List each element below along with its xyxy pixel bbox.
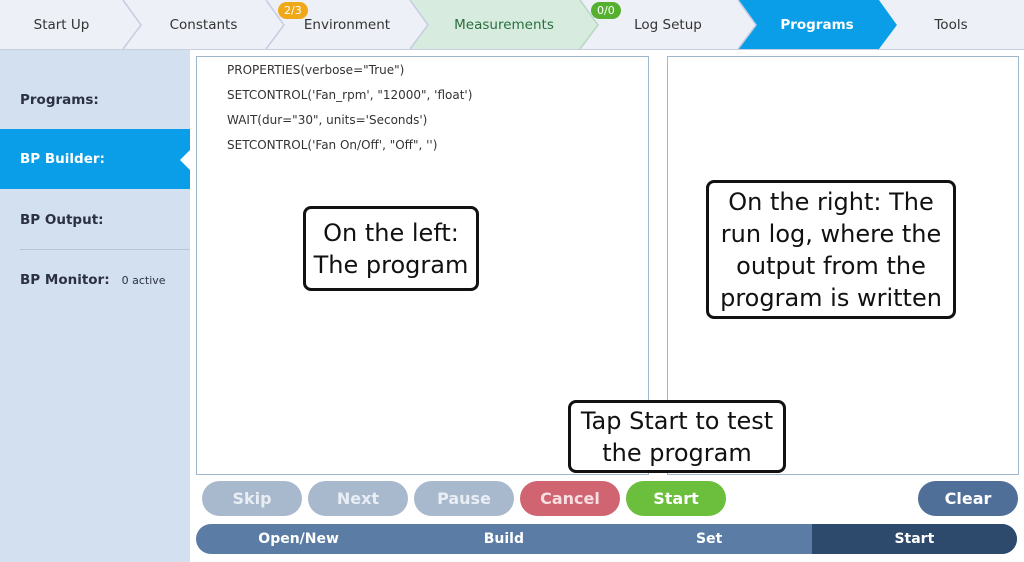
tab-label: Start Up (33, 16, 90, 33)
sidebar-item-bp-builder[interactable]: BP Builder: (0, 129, 190, 189)
callout-start: Tap Start to test the program (568, 400, 786, 473)
tab-separator (265, 0, 285, 50)
top-navigation: Start Up Constants Environment 2/3 Measu… (0, 0, 1024, 50)
tab-separator (877, 0, 897, 50)
tab-environment[interactable]: Environment (284, 0, 410, 49)
sidebar-item-bp-output[interactable]: BP Output: (0, 190, 190, 250)
sidebar-item-label: Programs: (20, 92, 99, 108)
start-button[interactable]: Start (626, 481, 726, 516)
tab-log-setup[interactable]: Log Setup (598, 0, 738, 49)
measurements-chevron-bg (410, 0, 598, 49)
next-button[interactable]: Next (308, 481, 408, 516)
workflow-step-build[interactable]: Build (483, 531, 524, 547)
workflow-step-set[interactable]: Set (695, 531, 723, 547)
program-line[interactable]: SETCONTROL('Fan_rpm', "12000", 'float') (227, 88, 473, 102)
tab-constants[interactable]: Constants (141, 0, 266, 49)
tab-start-up[interactable]: Start Up (0, 0, 123, 49)
active-pointer-notch (180, 150, 190, 170)
sidebar-item-programs[interactable]: Programs: (0, 70, 190, 130)
tab-label: Measurements (454, 16, 554, 33)
tab-measurements[interactable]: Measurements (428, 0, 580, 49)
tab-separator (122, 0, 142, 50)
program-line[interactable]: WAIT(dur="30", units='Seconds') (227, 113, 428, 127)
active-count: 0 active (121, 273, 166, 287)
pause-button[interactable]: Pause (414, 481, 514, 516)
cancel-button[interactable]: Cancel (520, 481, 620, 516)
tab-separator (579, 0, 599, 50)
tab-separator (409, 0, 429, 50)
log-setup-count-badge: 0/0 (591, 2, 621, 19)
tab-label: Programs (780, 16, 854, 33)
topnav-background (122, 0, 897, 50)
program-line[interactable]: PROPERTIES(verbose="True") (227, 63, 405, 77)
tab-label: Constants (169, 16, 238, 33)
workflow-step-start[interactable]: Start (811, 524, 1017, 554)
sidebar-item-label: BP Monitor: (20, 272, 110, 288)
program-line[interactable]: SETCONTROL('Fan On/Off', "Off", '') (227, 138, 438, 152)
programs-chevron-bg (738, 0, 896, 49)
tab-separator (737, 0, 757, 50)
workflow-bar: Open/New Build Set Start (196, 524, 1017, 554)
tab-label: Environment (303, 16, 391, 33)
tab-tools[interactable]: Tools (896, 0, 1006, 49)
workflow-step-open-new[interactable]: Open/New (258, 531, 339, 547)
tab-label: Tools (934, 16, 968, 33)
clear-button[interactable]: Clear (918, 481, 1018, 516)
sidebar: Programs: BP Builder: BP Output: BP Moni… (0, 50, 190, 562)
environment-count-badge: 2/3 (278, 2, 308, 19)
callout-left: On the left: The program (303, 206, 479, 291)
tab-programs[interactable]: Programs (756, 0, 878, 49)
skip-button[interactable]: Skip (202, 481, 302, 516)
sidebar-item-label: BP Output: (20, 212, 104, 228)
tab-label: Log Setup (634, 16, 702, 33)
sidebar-item-label: BP Builder: (20, 151, 105, 167)
callout-right: On the right: The run log, where the out… (706, 180, 956, 319)
sidebar-divider (20, 249, 190, 250)
sidebar-item-bp-monitor[interactable]: BP Monitor: 0 active (0, 250, 190, 310)
